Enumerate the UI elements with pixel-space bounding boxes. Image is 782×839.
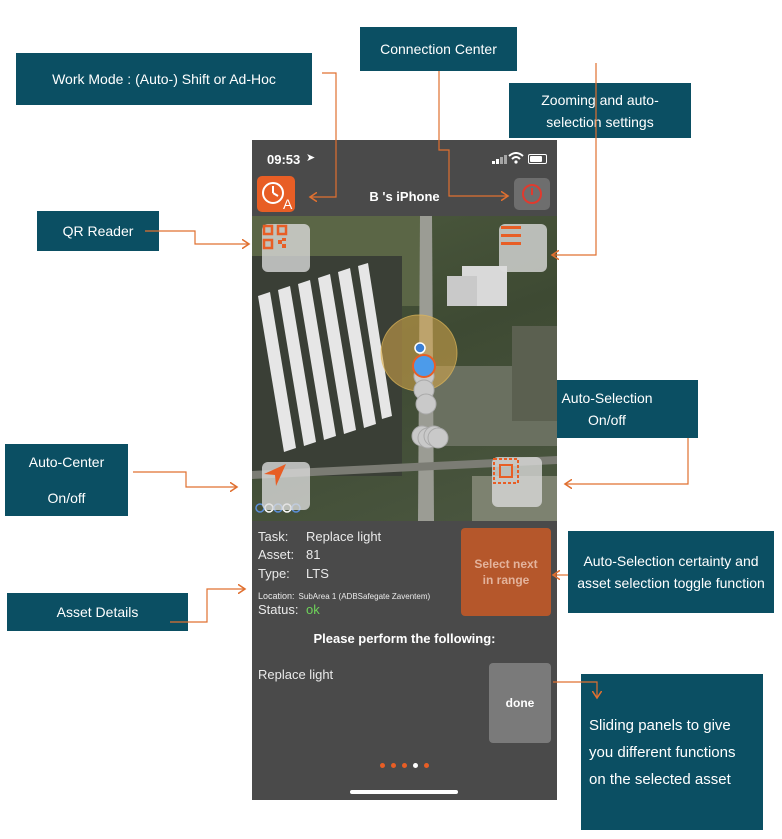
panel-dot[interactable]: [402, 763, 407, 768]
callout-qr-reader-text: QR Reader: [62, 223, 134, 239]
panel-dot[interactable]: [380, 763, 385, 768]
callout-zoom-settings-text: Zooming and auto-selection settings: [541, 91, 659, 130]
callout-auto-selection-certainty-text: Auto-Selection certainty and asset selec…: [577, 553, 765, 591]
connector-qr-reader: [145, 230, 249, 244]
signal-icon: [492, 154, 507, 164]
selection-frame-icon: [493, 458, 519, 484]
callout-sliding-panels-text: Sliding panels to give you different fun…: [589, 716, 736, 788]
done-button[interactable]: done: [489, 663, 551, 743]
power-warning-icon: [522, 184, 542, 204]
app-header: A B 's iPhone: [252, 176, 557, 216]
task-label: Task:: [258, 529, 289, 544]
work-mode-letter: A: [283, 196, 293, 212]
wifi-icon: [508, 152, 524, 164]
task-instruction: Replace light: [258, 667, 334, 682]
status-value: ok: [306, 602, 320, 617]
settings-menu-button[interactable]: [499, 224, 547, 272]
perform-title: Please perform the following:: [313, 631, 496, 646]
map-imagery: [252, 216, 557, 521]
status-label: Status:: [258, 602, 299, 617]
callout-zoom-settings: Zooming and auto-selection settings: [509, 83, 691, 138]
panel-dot[interactable]: [391, 763, 396, 768]
callout-work-mode-text: Work Mode : (Auto-) Shift or Ad-Hoc: [52, 71, 276, 87]
asset-label: Asset:: [258, 547, 295, 562]
satellite-map[interactable]: [252, 216, 557, 521]
status-bar: 09:53 ➤: [252, 140, 557, 176]
callout-auto-selection-certainty: Auto-Selection certainty and asset selec…: [568, 531, 774, 613]
panel-dot[interactable]: [424, 763, 429, 768]
asset-value: 81: [306, 547, 321, 562]
done-label: done: [505, 696, 535, 710]
panel-dot[interactable]: [413, 763, 418, 768]
home-indicator[interactable]: [350, 790, 458, 794]
type-value: LTS: [306, 566, 329, 581]
connection-center-button[interactable]: [514, 178, 550, 210]
callout-asset-details-text: Asset Details: [56, 604, 139, 620]
status-row: Status: ok: [258, 602, 320, 617]
location-value: SubArea 1 (ADBSafegate Zaventem): [298, 592, 431, 601]
auto-center-button[interactable]: [262, 462, 310, 510]
callout-connection-center-text: Connection Center: [380, 41, 497, 57]
callout-auto-center-text: Auto-Center On/off: [28, 454, 105, 506]
clock-icon: A: [262, 182, 293, 212]
location-row: Location:SubArea 1 (ADBSafegate Zaventem…: [258, 587, 430, 602]
qr-reader-button[interactable]: [262, 224, 310, 272]
work-mode-button[interactable]: A: [257, 176, 295, 212]
status-time: 09:53: [267, 152, 301, 167]
type-label: Type:: [258, 566, 290, 581]
phone-screen: 09:53 ➤ A B 's iPhone: [252, 140, 557, 800]
select-next-in-range-button[interactable]: Select next in range: [461, 528, 551, 616]
task-row: Task: Replace light: [258, 529, 381, 544]
qr-code-icon: [262, 224, 288, 250]
callout-connection-center: Connection Center: [360, 27, 517, 71]
type-row: Type: LTS: [258, 566, 329, 581]
location-arrow-icon: ➤: [306, 152, 316, 164]
callout-asset-details: Asset Details: [7, 593, 188, 631]
hamburger-menu-icon: [501, 226, 521, 245]
asset-details-panel: Task: Replace light Asset: 81 Type: LTS Loc…: [252, 521, 557, 800]
auto-selection-button[interactable]: [492, 457, 542, 507]
callout-auto-center: Auto-Center On/off: [5, 444, 128, 516]
battery-icon: [528, 154, 547, 164]
connector-auto-selection: [565, 438, 689, 484]
panel-page-dots[interactable]: [252, 755, 557, 773]
location-label: Location:: [258, 591, 295, 601]
callout-qr-reader: QR Reader: [37, 211, 159, 251]
callout-work-mode: Work Mode : (Auto-) Shift or Ad-Hoc: [16, 53, 312, 105]
callout-sliding-panels: Sliding panels to give you different fun…: [581, 674, 763, 830]
select-next-label: Select next in range: [474, 557, 538, 587]
connector-auto-center: [133, 471, 237, 487]
task-value: Replace light: [306, 529, 382, 544]
header-title: B 's iPhone: [369, 189, 440, 204]
asset-row: Asset: 81: [258, 547, 320, 562]
callout-auto-selection-text: Auto-Selection On/off: [561, 390, 653, 428]
navigation-arrow-icon: [264, 464, 286, 486]
